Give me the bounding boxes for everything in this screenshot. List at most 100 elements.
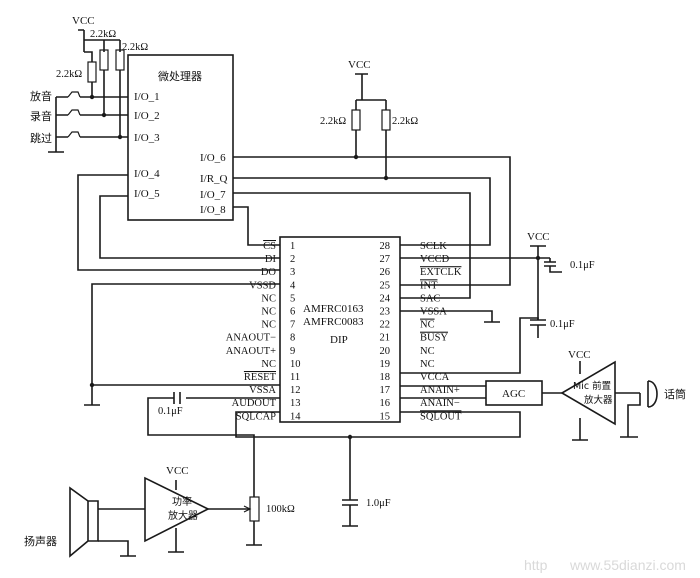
chip-pin-name: VCCA bbox=[420, 372, 450, 383]
cap-label-c3: 0.1μF bbox=[158, 406, 183, 417]
mcu-pin-io4: I/O_4 bbox=[134, 168, 160, 180]
speaker-label: 扬声器 bbox=[24, 534, 57, 548]
chip-pin-number: 27 bbox=[380, 254, 391, 265]
isd-chip-body bbox=[279, 236, 401, 423]
watermark-right: www.55dianzi.com bbox=[569, 557, 686, 573]
resistor-r3 bbox=[87, 61, 97, 83]
speaker-icon bbox=[69, 486, 99, 558]
wire-io4-do bbox=[77, 174, 280, 271]
junction-dot bbox=[89, 94, 95, 100]
chip-package: DIP bbox=[330, 334, 348, 346]
chip-pin-number: 8 bbox=[290, 333, 295, 344]
chip-pin-name: VSSD bbox=[249, 280, 276, 291]
button-wires bbox=[48, 96, 128, 153]
button-skip-contact bbox=[67, 131, 81, 138]
chip-pin-name: DO bbox=[261, 267, 277, 278]
mcu-pin-io2: I/O_2 bbox=[134, 110, 160, 122]
chip-pin-name: EXTCLK bbox=[420, 267, 462, 278]
audout-wire bbox=[147, 392, 280, 497]
reset-vssa-wire bbox=[84, 283, 280, 406]
chip-pin-number: 24 bbox=[380, 293, 391, 304]
mcu-pin-io5: I/O_5 bbox=[134, 188, 160, 200]
microprocessor-block bbox=[127, 54, 234, 221]
mcu-pin-io6: I/O_6 bbox=[200, 152, 226, 164]
button-play-contact bbox=[67, 91, 81, 98]
chip-pin-number: 28 bbox=[380, 241, 391, 252]
sql-wire bbox=[235, 411, 521, 438]
resistor-label-r2: 2.2kΩ bbox=[122, 42, 148, 53]
wire-io7-sac bbox=[233, 192, 471, 299]
chip-pin-number: 13 bbox=[290, 398, 301, 409]
chip-pin-name: ANAOUT− bbox=[226, 333, 276, 344]
wire-irq-sclk bbox=[233, 177, 491, 246]
mic-preamp-triangle bbox=[560, 360, 616, 426]
chip-pin-name: NC bbox=[261, 359, 276, 370]
chip-pin-name: ANAIN− bbox=[420, 398, 460, 409]
vcc-label-pullup: VCC bbox=[348, 59, 371, 71]
pot-label: 100kΩ bbox=[266, 504, 295, 515]
mic-symbol bbox=[647, 380, 658, 408]
resistor-label-r5: 2.2kΩ bbox=[392, 116, 418, 127]
chip-pin-number: 7 bbox=[290, 320, 295, 331]
speaker-wire bbox=[98, 508, 145, 557]
resistor-label-r1: 2.2kΩ bbox=[90, 29, 116, 40]
anain-wires bbox=[400, 385, 486, 399]
vcc-label-vccd: VCC bbox=[527, 231, 550, 243]
chip-pin-number: 22 bbox=[380, 320, 391, 331]
watermark-left: http bbox=[524, 557, 548, 573]
chip-name-2: AMFRC0083 bbox=[303, 316, 364, 328]
chip-pin-number: 17 bbox=[380, 385, 391, 396]
chip-pin-number: 21 bbox=[380, 333, 391, 344]
chip-pin-number: 16 bbox=[380, 398, 391, 409]
button-record-contact bbox=[67, 109, 81, 116]
power-amp-label-1: 功率 bbox=[172, 495, 192, 508]
vccd-wire bbox=[400, 245, 562, 273]
resistor-r4 bbox=[351, 109, 361, 131]
chip-pin-name: ANAOUT+ bbox=[226, 346, 276, 357]
chip-pin-name: NC bbox=[420, 359, 435, 370]
agc-label: AGC bbox=[502, 388, 525, 400]
vcc-label-preamp: VCC bbox=[568, 349, 591, 361]
chip-pin-number: 15 bbox=[380, 411, 391, 422]
chip-pin-name: BUSY bbox=[420, 333, 448, 344]
chip-pin-number: 20 bbox=[380, 346, 391, 357]
chip-pin-name: VSSA bbox=[420, 307, 447, 318]
chip-pin-number: 18 bbox=[380, 372, 391, 383]
chip-pin-number: 5 bbox=[290, 293, 295, 304]
vssa-ground-wire bbox=[400, 310, 500, 323]
mcu-pin-io1: I/O_1 bbox=[134, 91, 160, 103]
chip-pin-name: NC bbox=[420, 320, 435, 331]
chip-pin-name: ANAIN+ bbox=[420, 385, 460, 396]
chip-pin-number: 23 bbox=[380, 307, 391, 318]
chip-pins-left: 1CS2DI3DO4VSSD5NC6NC7NC8ANAOUT−9ANAOUT+1… bbox=[226, 241, 302, 422]
chip-pin-name: SQLOUT bbox=[420, 411, 462, 422]
pullup-wires bbox=[84, 51, 121, 137]
chip-pin-number: 19 bbox=[380, 359, 391, 370]
power-amp-label-2: 放大器 bbox=[168, 509, 198, 522]
chip-pin-number: 9 bbox=[290, 346, 295, 357]
chip-pin-name: SCLK bbox=[420, 241, 447, 252]
vcc-rail-pullup bbox=[355, 73, 387, 178]
resistor-r2 bbox=[115, 49, 125, 71]
chip-pin-name: RESET bbox=[244, 372, 277, 383]
chip-pin-name: NC bbox=[261, 320, 276, 331]
cap-label-c4: 1.0μF bbox=[366, 498, 391, 509]
chip-pin-number: 25 bbox=[380, 280, 391, 291]
junction-dot bbox=[89, 382, 95, 388]
vcc-rail-mcu bbox=[78, 29, 121, 52]
chip-pin-name: NC bbox=[420, 346, 435, 357]
poweramp-power bbox=[168, 480, 184, 553]
button-label-skip: 跳过 bbox=[30, 131, 52, 145]
vcc-label-poweramp: VCC bbox=[166, 465, 189, 477]
preamp-power bbox=[572, 361, 588, 441]
chip-pin-name: VSSA bbox=[249, 385, 276, 396]
chip-pin-number: 26 bbox=[380, 267, 391, 278]
mic-preamp-label-2: 放大器 bbox=[584, 394, 613, 406]
resistor-label-r4: 2.2kΩ bbox=[320, 116, 346, 127]
chip-pin-number: 14 bbox=[290, 411, 301, 422]
potentiometer bbox=[249, 496, 260, 522]
microprocessor-title: 微处理器 bbox=[158, 69, 202, 83]
wire-io8-cs bbox=[233, 206, 280, 246]
